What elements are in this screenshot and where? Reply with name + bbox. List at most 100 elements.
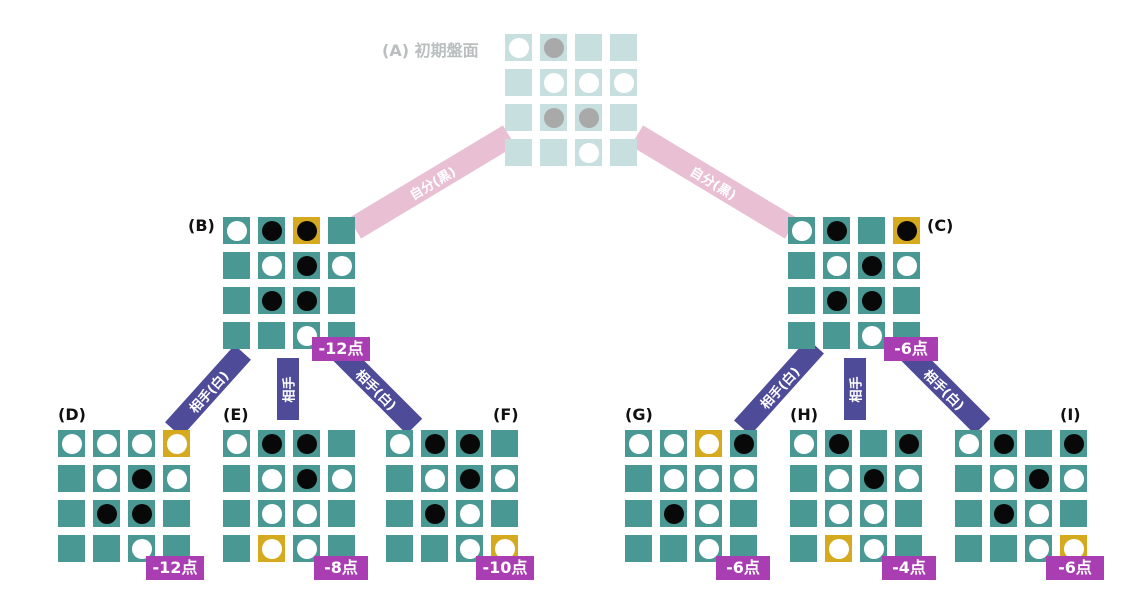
label-c: (C) — [927, 216, 954, 235]
board-b — [223, 217, 355, 349]
board-cell — [788, 252, 815, 279]
board-cell — [860, 430, 887, 457]
black-disc — [296, 290, 317, 311]
black-disc — [131, 503, 152, 524]
white-disc — [226, 220, 247, 241]
white-disc — [543, 72, 564, 93]
board-cell — [610, 34, 637, 61]
board-cell — [730, 430, 757, 457]
edge-b-e-label: 相手 — [282, 375, 298, 403]
board-cell — [823, 217, 850, 244]
board-cell — [575, 34, 602, 61]
score-f: -10点 — [476, 556, 534, 580]
board-cell — [58, 535, 85, 562]
board-cell — [858, 322, 885, 349]
white-disc — [896, 255, 917, 276]
board-d — [58, 430, 190, 562]
score-c: -6点 — [884, 337, 938, 361]
black-disc — [1063, 433, 1084, 454]
score-b: -12点 — [312, 337, 370, 361]
board-cell — [93, 535, 120, 562]
board-cell — [386, 500, 413, 527]
black-disc — [296, 220, 317, 241]
board-cell — [825, 500, 852, 527]
white-disc — [166, 433, 187, 454]
board-cell — [58, 500, 85, 527]
white-disc — [296, 503, 317, 524]
white-disc — [226, 433, 247, 454]
white-disc — [863, 538, 884, 559]
label-f: (F) — [493, 405, 519, 424]
black-disc — [828, 433, 849, 454]
board-cell — [540, 139, 567, 166]
white-disc — [698, 538, 719, 559]
board-cell — [386, 535, 413, 562]
board-cell — [456, 500, 483, 527]
board-cell — [421, 430, 448, 457]
board-cell — [456, 465, 483, 492]
board-cell — [1025, 430, 1052, 457]
score-e: -8点 — [314, 556, 368, 580]
board-cell — [223, 430, 250, 457]
board-cell — [491, 465, 518, 492]
board-cell — [386, 430, 413, 457]
white-disc — [698, 503, 719, 524]
board-cell — [955, 500, 982, 527]
board-cell — [505, 139, 532, 166]
black-disc — [131, 468, 152, 489]
board-cell — [610, 104, 637, 131]
board-cell — [823, 322, 850, 349]
board-cell — [858, 287, 885, 314]
white-disc — [261, 538, 282, 559]
white-disc — [296, 538, 317, 559]
white-disc — [578, 72, 599, 93]
board-cell — [990, 535, 1017, 562]
black-disc — [826, 220, 847, 241]
board-cell — [421, 500, 448, 527]
white-disc — [793, 433, 814, 454]
board-cell — [540, 69, 567, 96]
black-disc — [261, 433, 282, 454]
board-cell — [58, 430, 85, 457]
board-cell — [893, 217, 920, 244]
black-disc — [733, 433, 754, 454]
board-cell — [823, 252, 850, 279]
board-initial — [505, 34, 637, 166]
board-cell — [258, 430, 285, 457]
black-disc — [993, 503, 1014, 524]
board-cell — [788, 287, 815, 314]
white-disc — [1028, 503, 1049, 524]
score-g: -6点 — [716, 556, 770, 580]
black-disc — [1028, 468, 1049, 489]
white-disc — [993, 468, 1014, 489]
board-c — [788, 217, 920, 349]
edge-c-h: 相手 — [844, 358, 866, 420]
black-disc — [459, 433, 480, 454]
board-cell — [695, 430, 722, 457]
board-cell — [895, 430, 922, 457]
white-disc — [96, 468, 117, 489]
board-cell — [730, 500, 757, 527]
label-d: (D) — [58, 405, 86, 424]
board-cell — [695, 465, 722, 492]
white-disc — [508, 37, 529, 58]
board-cell — [610, 139, 637, 166]
board-cell — [93, 465, 120, 492]
label-h: (H) — [790, 405, 819, 424]
board-cell — [660, 430, 687, 457]
board-cell — [258, 465, 285, 492]
board-cell — [258, 322, 285, 349]
board-cell — [860, 465, 887, 492]
board-g — [625, 430, 757, 562]
black-disc — [96, 503, 117, 524]
board-cell — [575, 104, 602, 131]
board-cell — [293, 465, 320, 492]
black-disc — [861, 290, 882, 311]
white-disc — [613, 72, 634, 93]
black-disc — [543, 37, 564, 58]
board-cell — [790, 465, 817, 492]
board-cell — [893, 252, 920, 279]
white-disc — [958, 433, 979, 454]
white-disc — [663, 468, 684, 489]
board-cell — [293, 322, 320, 349]
